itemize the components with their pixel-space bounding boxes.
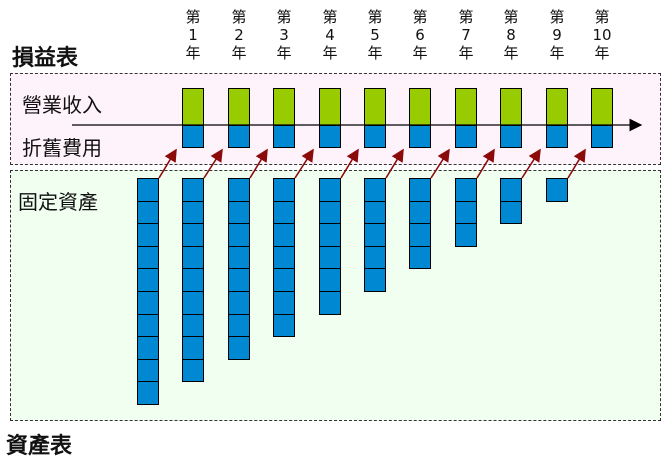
- year-label-part: 6: [415, 26, 425, 44]
- year-label-part: 年: [231, 44, 247, 62]
- depreciation-label: 折舊費用: [22, 136, 102, 160]
- revenue-label: 營業收入: [22, 93, 102, 117]
- year-label-part: 年: [549, 44, 565, 62]
- fixed-asset-unit: [228, 336, 250, 360]
- depreciation-transfer-arrow: [567, 148, 586, 179]
- year-label-part: 4: [325, 26, 335, 44]
- depreciation-transfer-arrow: [385, 148, 404, 179]
- year-label-part: 第: [503, 8, 519, 26]
- year-label-part: 第: [231, 8, 247, 26]
- year-label-part: 年: [322, 44, 338, 62]
- depreciation-transfer-arrow: [476, 148, 495, 179]
- fixed-asset-unit: [500, 200, 522, 225]
- depreciation-transfer-arrow: [340, 148, 359, 179]
- year-label-part: 第: [185, 8, 201, 26]
- year-label-part: 第: [594, 8, 610, 26]
- year-label-part: 年: [276, 44, 292, 62]
- year-label-part: 年: [503, 44, 519, 62]
- year-label-part: 第: [458, 8, 474, 26]
- fixed-asset-unit: [409, 245, 431, 270]
- fixed-asset-unit: [182, 358, 204, 383]
- year-label-part: 7: [461, 26, 471, 44]
- fixed-asset-unit: [546, 178, 568, 202]
- year-label-part: 1: [188, 26, 198, 44]
- fixed-asset-unit: [273, 313, 295, 338]
- depreciation-transfer-arrow: [430, 148, 450, 179]
- balance-sheet-title: 資產表: [6, 434, 73, 459]
- year-label-part: 第: [322, 8, 338, 26]
- year-label-part: 年: [594, 44, 610, 62]
- year-label-part: 3: [279, 26, 289, 44]
- depreciation-transfer-arrow: [203, 148, 223, 179]
- fixed-assets-label: 固定資產: [18, 190, 98, 214]
- year-label-part: 年: [367, 44, 383, 62]
- depreciation-transfer-arrow: [158, 148, 177, 179]
- year-label-part: 第: [549, 8, 565, 26]
- fixed-asset-unit: [455, 223, 477, 247]
- fixed-asset-unit: [364, 268, 386, 292]
- year-label-part: 9: [552, 26, 562, 44]
- fixed-asset-unit: [137, 381, 159, 405]
- year-label-part: 第: [276, 8, 292, 26]
- fixed-asset-unit: [319, 291, 341, 315]
- depreciation-transfer-arrow: [249, 148, 268, 179]
- income-statement-title: 損益表: [12, 46, 79, 71]
- year-label-part: 10: [592, 26, 612, 44]
- year-label-part: 第: [367, 8, 383, 26]
- year-label-part: 年: [185, 44, 201, 62]
- year-label-part: 年: [412, 44, 428, 62]
- year-label-part: 2: [234, 26, 244, 44]
- year-label-part: 第: [412, 8, 428, 26]
- depreciation-transfer-arrow: [521, 148, 541, 179]
- year-label-part: 年: [458, 44, 474, 62]
- year-label-part: 8: [506, 26, 516, 44]
- depreciation-transfer-arrow: [294, 148, 314, 179]
- year-label-part: 5: [370, 26, 380, 44]
